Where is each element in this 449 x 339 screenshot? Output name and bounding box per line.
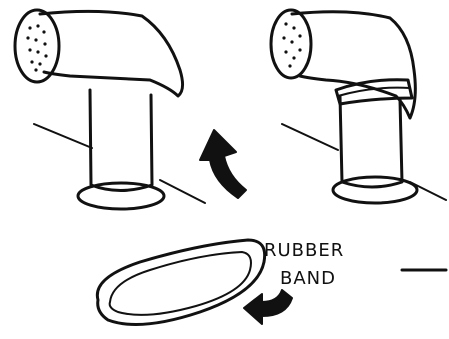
left-sprayer	[13, 8, 206, 211]
left-nozzle-holes	[26, 24, 48, 72]
label-line-1: RUBBER	[264, 240, 344, 261]
label-line-2: BAND	[280, 268, 336, 289]
left-counter-line-front	[159, 179, 206, 204]
right-head-body	[290, 10, 417, 120]
up-arrow-icon	[199, 129, 247, 199]
left-counter-line-back	[33, 123, 93, 149]
rubber-band-outer	[95, 238, 267, 326]
curved-arrow-icon	[243, 289, 293, 325]
rubber-band-wrap-line	[337, 86, 411, 97]
right-base-flange	[331, 175, 419, 205]
left-base-flange	[76, 181, 166, 211]
right-counter-line-back	[281, 123, 339, 151]
left-stem	[88, 88, 154, 192]
rubber-band-wrap	[334, 78, 414, 106]
rubber-band	[95, 238, 267, 326]
right-nozzle-face	[269, 8, 313, 80]
right-sprayer	[269, 8, 447, 205]
right-nozzle-holes	[282, 22, 302, 68]
right-stem	[338, 94, 404, 189]
left-head-body	[38, 9, 185, 98]
left-nozzle-face	[13, 8, 61, 84]
rubber-band-inner	[108, 251, 252, 316]
